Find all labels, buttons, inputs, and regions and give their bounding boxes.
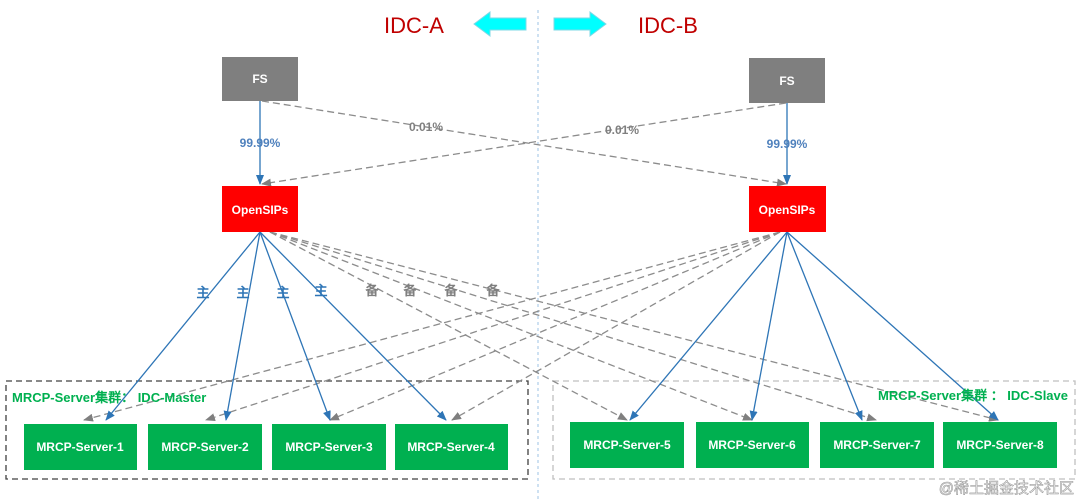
idc-b-title: IDC-B — [638, 13, 698, 38]
server-box — [148, 424, 262, 470]
backup-link — [451, 231, 781, 421]
right-cross-pct: 0.01% — [605, 123, 639, 137]
primary-mark: 主 — [276, 285, 289, 300]
server-label: MRCP-Server-3 — [285, 440, 373, 454]
server-box — [570, 422, 684, 468]
primary-link — [629, 231, 788, 421]
cluster-left-border — [5, 380, 529, 480]
primary-link — [259, 231, 331, 421]
server-label: MRCP-Server-5 — [583, 438, 671, 452]
server-label: MRCP-Server-1 — [36, 440, 124, 454]
backup-link — [269, 231, 628, 421]
primary-link — [786, 231, 863, 421]
backup-link — [329, 231, 781, 421]
server-box — [696, 422, 809, 468]
left-primary-pct: 99.99% — [240, 136, 281, 150]
backup-mark: 备 — [485, 283, 500, 298]
backup-link — [269, 231, 753, 421]
backup-mark: 备 — [443, 283, 458, 298]
server-label: MRCP-Server-2 — [161, 440, 249, 454]
primary-link — [223, 231, 261, 421]
opensips-right-box — [749, 186, 826, 232]
fs-left-label: FS — [252, 72, 267, 86]
server-box — [943, 422, 1057, 468]
server-label: MRCP-Server-7 — [833, 438, 921, 452]
backup-link — [83, 231, 781, 422]
backup-link — [205, 231, 781, 421]
opensips-left-label: OpenSIPs — [232, 203, 289, 217]
server-box — [24, 424, 137, 470]
opensips-left-box — [222, 186, 298, 232]
fs-left-box — [222, 57, 298, 101]
primary-link — [786, 231, 999, 421]
cluster-right-border — [552, 380, 1076, 480]
fs-right-box — [749, 58, 825, 103]
cluster-right-title: MRCP-Server集群 ： IDC-Slave — [878, 388, 1068, 403]
backup-mark: 备 — [402, 283, 417, 298]
left-arrow-icon — [473, 11, 527, 37]
primary-mark: 主 — [196, 285, 209, 300]
fs-right-label: FS — [779, 74, 794, 88]
backup-link — [269, 231, 877, 422]
opensips-right-label: OpenSIPs — [759, 203, 816, 217]
server-label: MRCP-Server-6 — [708, 438, 796, 452]
server-box — [395, 424, 508, 470]
fs-left-to-opensips-right-link — [261, 100, 787, 187]
backup-link — [269, 231, 999, 422]
primary-link — [259, 231, 447, 421]
right-primary-pct: 99.99% — [767, 137, 808, 151]
server-box — [820, 422, 934, 468]
primary-mark: 主 — [314, 283, 327, 298]
primary-mark: 主 — [236, 285, 249, 300]
server-label: MRCP-Server-4 — [407, 440, 495, 454]
server-box — [272, 424, 386, 470]
idc-a-title: IDC-A — [384, 13, 444, 38]
backup-mark: 备 — [364, 283, 379, 298]
fs-right-to-opensips-left-link — [261, 102, 787, 187]
left-cross-pct: 0.01% — [409, 120, 443, 134]
server-label: MRCP-Server-8 — [956, 438, 1044, 452]
primary-link — [105, 231, 261, 421]
primary-link — [749, 231, 788, 421]
watermark-text: @稀土掘金技术社区 — [939, 480, 1074, 497]
cluster-left-title: MRCP-Server集群： IDC-Master — [12, 390, 206, 405]
right-arrow-icon — [553, 11, 607, 37]
